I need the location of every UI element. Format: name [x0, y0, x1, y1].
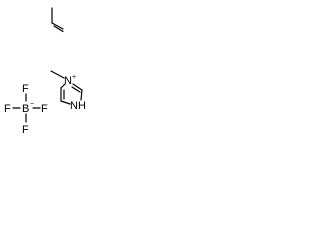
ring-bond-n3-c4 — [60, 100, 71, 105]
fluorine-atom-label-top: F — [22, 83, 29, 95]
nh-atom-label: NH — [70, 100, 86, 112]
ring-bond-c2-n3 — [80, 89, 83, 101]
fluorine-atom-label-left: F — [4, 103, 11, 115]
boron-negative-charge: − — [30, 101, 34, 108]
tetrafluoroborate-anion: B − F F F F — [4, 83, 48, 136]
fluorine-atom-label-right: F — [41, 103, 48, 115]
ring-bond-c5-n1 — [60, 83, 66, 89]
propene-double-bond-inner — [53, 25, 64, 33]
n-methyl-atom-label: N — [64, 75, 72, 87]
n-positive-charge: + — [72, 74, 76, 81]
propene-molecule — [51, 7, 64, 33]
propene-double-bond-outer — [51, 22, 64, 30]
chemical-structure-diagram: N + NH B − F F F F — [4, 7, 86, 136]
structure-canvas: N + NH B − F F F F — [0, 0, 105, 139]
methylimidazolium-cation: N + NH — [50, 70, 86, 112]
ring-double-bond-n1-c2-inner — [71, 86, 81, 93]
ring-bond-n1-c2 — [72, 83, 83, 91]
fluorine-atom-label-bottom: F — [22, 124, 29, 136]
methyl-bond — [50, 70, 65, 79]
boron-atom-label: B — [22, 103, 29, 115]
